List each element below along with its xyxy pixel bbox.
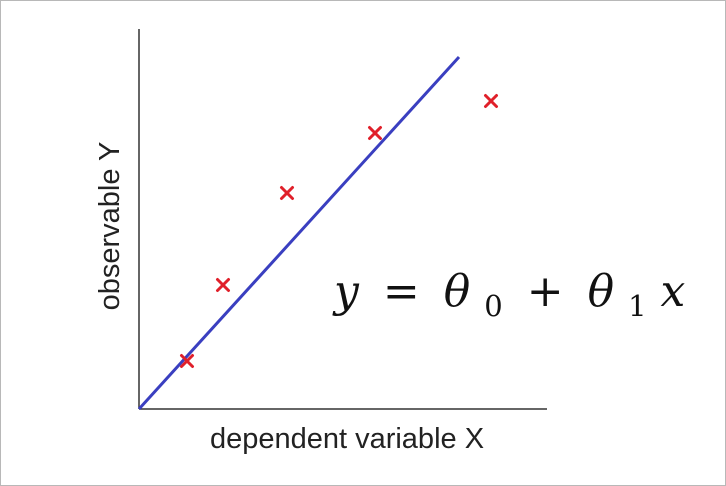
eq-x: x (661, 266, 686, 317)
data-point-3 (280, 186, 294, 200)
y-axis-label: observable Y (94, 142, 126, 311)
data-point-5 (484, 94, 498, 108)
x-axis-label: dependent variable X (210, 423, 484, 455)
regression-line (137, 55, 461, 411)
data-point-1 (180, 354, 194, 368)
eq-sub-1: 1 (628, 289, 646, 323)
eq-theta-0: θ (444, 266, 471, 317)
eq-sub-0: 0 (484, 289, 502, 323)
eq-theta-1: θ (588, 266, 615, 317)
eq-equals: = (383, 266, 420, 317)
regression-equation: y = θ 0 + θ 1 x (332, 266, 686, 327)
axes (138, 29, 547, 410)
data-points (180, 94, 498, 368)
eq-y: y (332, 266, 360, 317)
data-point-4 (368, 126, 382, 140)
eq-plus: + (527, 266, 564, 317)
data-point-2 (216, 278, 230, 292)
